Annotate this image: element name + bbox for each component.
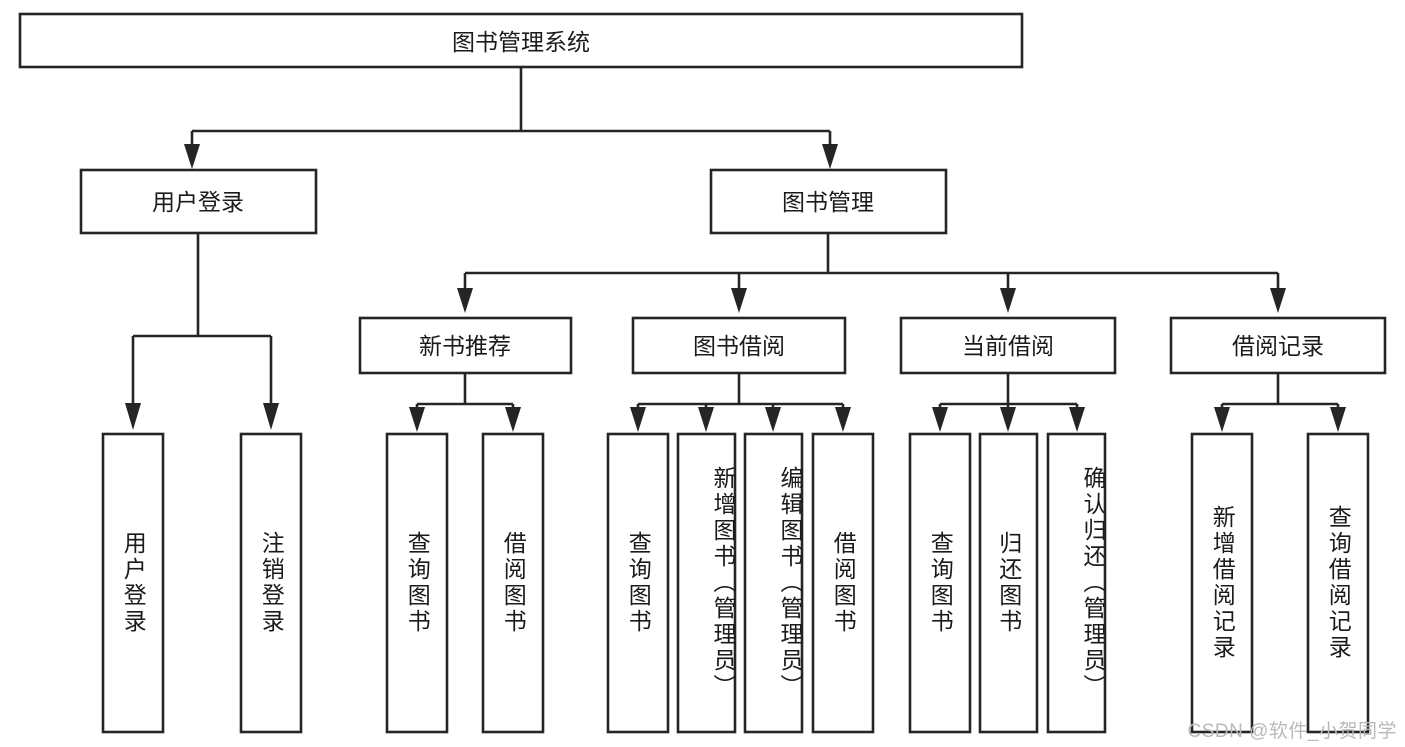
node-root-label: 图书管理系统: [452, 29, 590, 55]
node-book-management-label: 图书管理: [782, 189, 874, 215]
node-borrow-record-label: 借阅记录: [1232, 333, 1324, 359]
node-current-borrow[interactable]: 当前借阅: [899, 316, 1117, 375]
node-borrow-record[interactable]: 借阅记录: [1169, 316, 1387, 375]
node-book-borrow[interactable]: 图书借阅: [631, 316, 847, 375]
csdn-watermark: CSDN @软件_小贺同学: [1187, 721, 1397, 742]
node-book-borrow-label: 图书借阅: [693, 333, 785, 359]
node-current-borrow-label: 当前借阅: [962, 333, 1054, 359]
arrow-head-icon: [1214, 407, 1230, 432]
node-user-login[interactable]: 用户登录: [79, 168, 318, 235]
connector-borrow-record-to-leaves: [1214, 373, 1346, 432]
leaf-box-query-borrow-record[interactable]: [1306, 432, 1370, 734]
leaf-box-borrow-book[interactable]: [811, 432, 875, 734]
arrow-head-icon: [1069, 407, 1085, 432]
leaf-box-query-book-recommend[interactable]: [385, 432, 449, 734]
connector-book-borrow-to-leaves: [630, 373, 851, 432]
arrow-head-icon: [125, 403, 141, 430]
node-new-book-recommend-box[interactable]: [358, 316, 573, 375]
arrow-head-icon: [835, 407, 851, 432]
arrow-head-icon: [1000, 407, 1016, 432]
node-new-book-recommend[interactable]: 新书推荐: [358, 316, 573, 375]
arrow-head-icon: [932, 407, 948, 432]
node-root-box[interactable]: [18, 12, 1024, 69]
arrow-head-icon: [184, 144, 200, 169]
arrow-head-icon: [409, 407, 425, 432]
connector-book-management-to-level3: [457, 233, 1286, 313]
leaf-box-query-book-borrow[interactable]: [606, 432, 670, 734]
arrow-head-icon: [630, 407, 646, 432]
node-user-login-box[interactable]: [79, 168, 318, 235]
leaf-box-logout[interactable]: [239, 432, 303, 734]
arrow-head-icon: [822, 144, 838, 169]
arrow-head-icon: [457, 288, 473, 313]
leaf-box-add-book-admin[interactable]: [676, 432, 737, 734]
arrow-head-icon: [698, 407, 714, 432]
leaf-box-edit-book-admin[interactable]: [743, 432, 804, 734]
connector-user-login-to-leaves: [125, 233, 279, 430]
node-current-borrow-box[interactable]: [899, 316, 1117, 375]
connector-current-borrow-to-leaves: [932, 373, 1085, 432]
node-new-book-recommend-label: 新书推荐: [419, 333, 511, 359]
arrow-head-icon: [765, 407, 781, 432]
connector-new-book-recommend-to-leaves: [409, 373, 521, 432]
leaf-box-user-login[interactable]: [101, 432, 165, 734]
leaf-box-return-book[interactable]: [978, 432, 1039, 734]
arrow-head-icon: [263, 403, 279, 430]
arrow-head-icon: [1000, 288, 1016, 313]
arrow-head-icon: [731, 288, 747, 313]
leaf-box-confirm-return-admin[interactable]: [1046, 432, 1107, 734]
leaf-box-add-borrow-record[interactable]: [1190, 432, 1254, 734]
node-user-login-label: 用户登录: [152, 189, 244, 215]
arrow-head-icon: [1330, 407, 1346, 432]
leaf-box-borrow-book-recommend[interactable]: [481, 432, 545, 734]
arrow-head-icon: [1270, 288, 1286, 313]
node-root[interactable]: 图书管理系统: [18, 12, 1024, 69]
connector-root-to-level2: [184, 67, 838, 169]
leaf-box-query-book-current[interactable]: [908, 432, 972, 734]
node-book-management[interactable]: 图书管理: [709, 168, 948, 235]
arrow-head-icon: [505, 407, 521, 432]
